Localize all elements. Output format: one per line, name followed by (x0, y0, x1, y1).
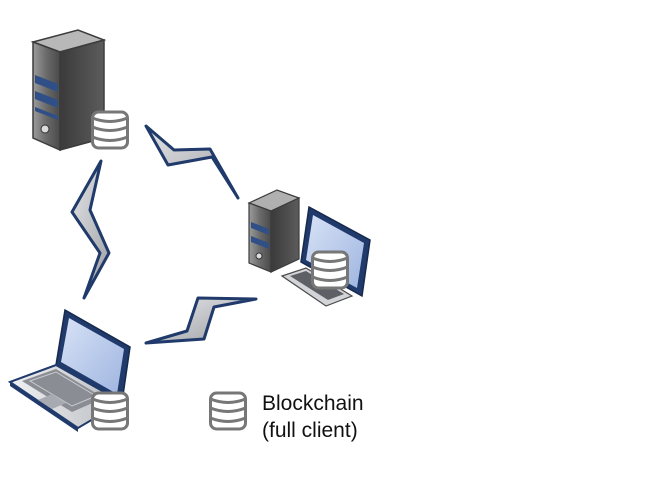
legend-label: Blockchain (full client) (262, 390, 364, 444)
link-server-laptop (70, 159, 111, 300)
link-server-workstation (144, 124, 240, 200)
legend-line-2: (full client) (262, 419, 358, 442)
legend-database-icon (209, 391, 247, 431)
server-database-icon (91, 110, 129, 150)
workstation-database-icon (311, 250, 349, 290)
desktop-workstation-icon (247, 189, 371, 307)
link-laptop-workstation (144, 296, 258, 345)
laptop-database-icon (91, 391, 129, 431)
legend-line-1: Blockchain (262, 392, 364, 415)
